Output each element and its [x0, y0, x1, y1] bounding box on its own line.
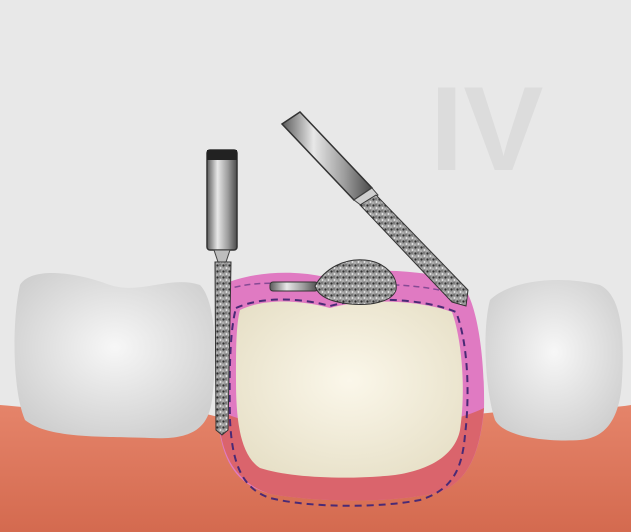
panel-label: IV — [430, 62, 543, 196]
handpiece-shank-icon — [207, 150, 237, 250]
adjacent-tooth-right — [485, 280, 622, 440]
adjacent-tooth-left — [15, 273, 215, 438]
shank-cap — [207, 150, 237, 160]
prepared-core — [236, 302, 463, 478]
bur-diamond-head — [215, 262, 231, 435]
football-bur-shank — [270, 282, 318, 291]
